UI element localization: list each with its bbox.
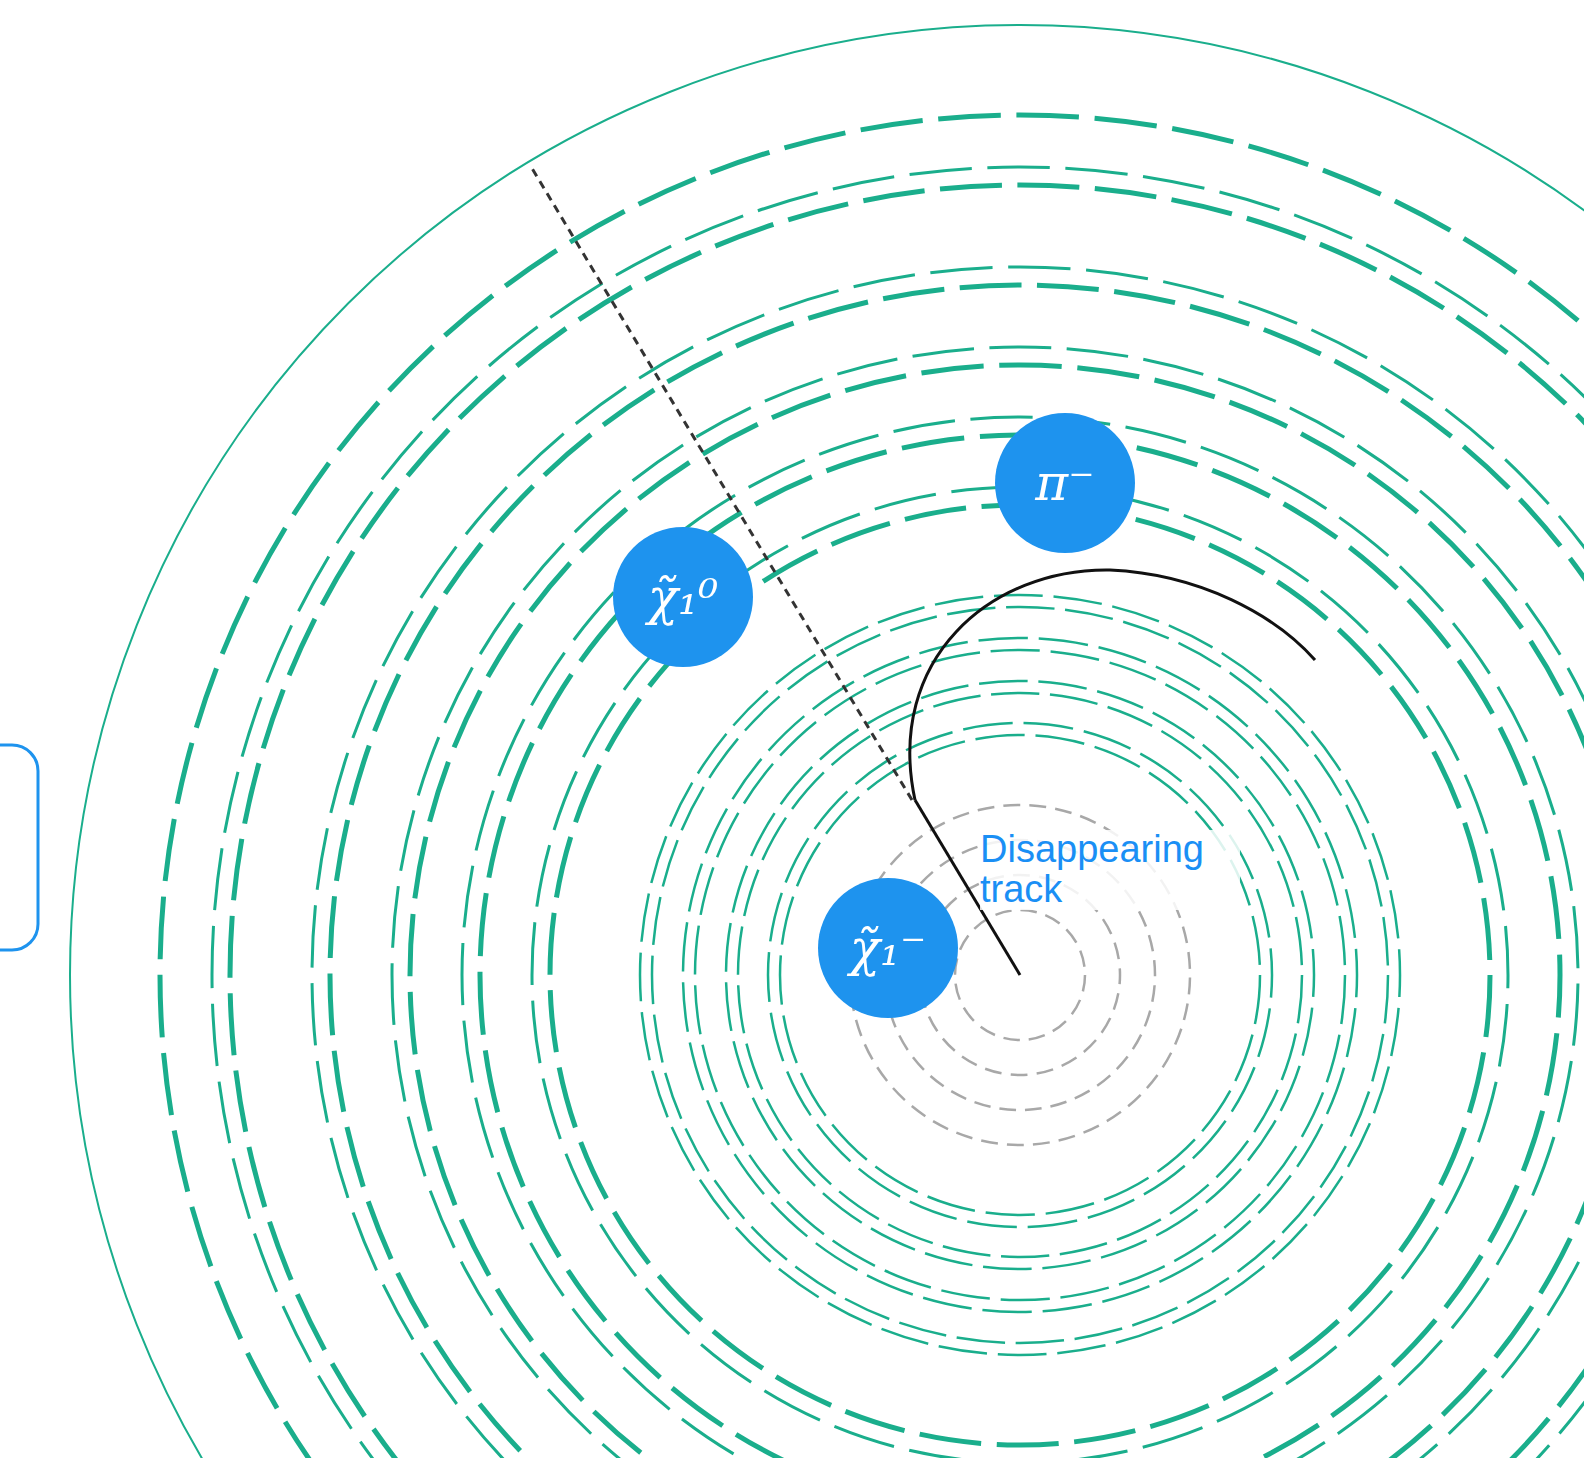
detector-ring [392,347,1584,1458]
detector-ring [683,638,1357,1312]
outer-boundary [70,25,1584,1458]
detector-ring [695,650,1345,1300]
detector-ring [550,505,1490,1445]
detector-ring [640,595,1400,1355]
detector-ring [312,267,1584,1458]
detector-ring [410,365,1584,1458]
detector-ring [230,185,1584,1458]
particle-symbol: χ̃₁⁰ [648,572,718,622]
particle-symbol: π⁻ [1035,458,1094,508]
detector-ring [480,435,1560,1458]
detector-ring [160,115,1584,1458]
neutralino-path [530,165,912,800]
detector-ring [726,681,1314,1269]
neutralino-label: χ̃₁⁰ [613,527,753,667]
detector-ring [768,723,1272,1227]
detector-ring [652,607,1388,1343]
track-annotation: Disappearing track [980,830,1240,910]
detector-ring [532,487,1508,1458]
chargino-label: χ̃₁⁻ [818,878,958,1018]
pion-label: π⁻ [995,413,1135,553]
detector-ring [780,735,1260,1215]
particle-symbol: χ̃₁⁻ [850,923,927,973]
detector-ring [330,285,1584,1458]
partial-frame [0,745,38,950]
detector-ring [462,417,1578,1458]
pion-track [910,570,1315,800]
detector-layers [160,115,1584,1458]
detector-ring [738,693,1302,1257]
